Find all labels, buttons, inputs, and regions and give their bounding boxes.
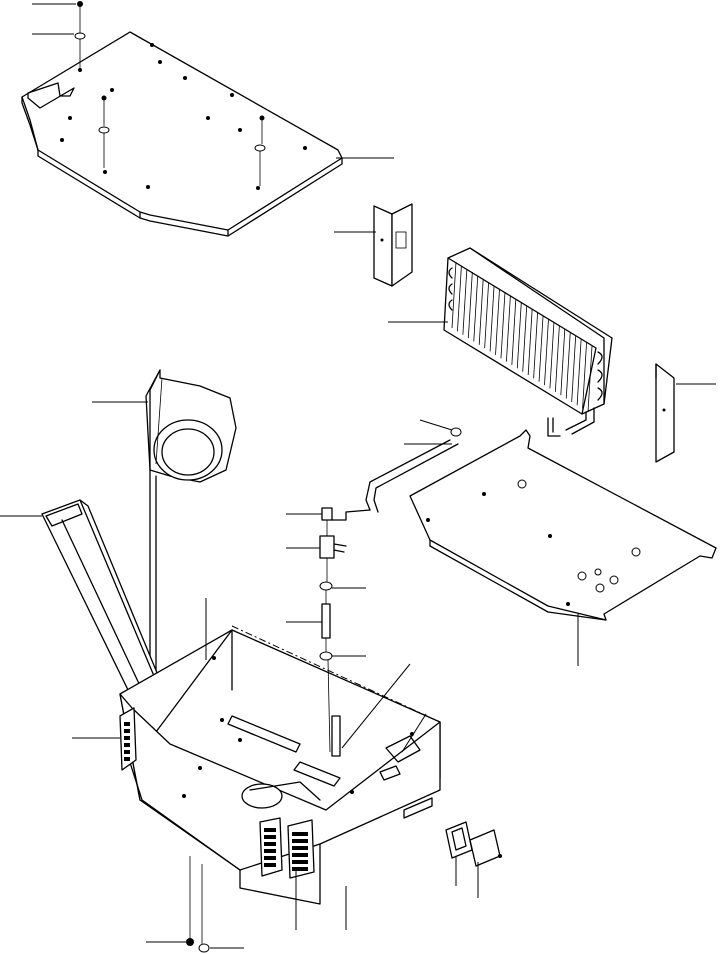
left-bracket [373,203,413,287]
mounting-bolt [74,1,86,68]
evaporator-fin [478,278,484,345]
louver-slat [124,736,130,740]
evaporator-fin [495,288,500,355]
evaporator-fin [527,309,533,376]
evaporator-fin [489,285,495,352]
evaporator-fin [565,332,571,399]
evaporator-fin [467,272,473,339]
evaporator-fin [500,292,506,359]
evaporator-fin [506,295,511,362]
louver-slat [124,743,130,747]
refrigerant-pipe [331,417,561,521]
evaporator-fin [587,345,593,413]
evaporator-fin [473,275,479,342]
evaporator-fin [576,339,582,406]
mounting-bolt-2 [254,115,266,186]
louver-slat [264,849,276,853]
louver-slat [292,839,308,843]
evaporator-fin [522,305,528,372]
evaporator-fin [484,282,490,349]
air-duct [41,499,161,695]
louver-slat [292,832,308,836]
louver-slat [264,842,276,846]
evaporator-core [443,247,613,435]
louver-slat [124,757,130,761]
louver-slat [292,867,308,871]
louver-slat [124,729,130,733]
louver-slat [292,846,308,850]
right-bracket [655,363,675,463]
louver-slat [292,860,308,864]
evaporator-fin [462,268,468,335]
evaporator-fin [451,261,457,329]
louver-slat [292,853,308,857]
leader-lines [0,3,716,949]
washer [98,95,110,168]
louver-slat [264,828,276,832]
evaporator-fin [544,319,549,386]
evaporator-fin [516,302,522,369]
louver-slat [264,863,276,867]
grommet [186,856,210,953]
louver-slat [264,856,276,860]
blower-housing [145,369,237,691]
evaporator-fin [582,342,587,409]
evaporator-fin [571,335,577,402]
louver-slat [124,722,130,726]
louver-slat [264,835,276,839]
evaporator-fin [533,312,538,379]
evaporator-fin [538,315,544,382]
evaporator-fin [457,265,462,332]
evaporator-fin [549,322,555,389]
base-plate [409,429,717,621]
heater-unit-case [119,625,441,905]
louver-vent [119,707,315,879]
evaporator-fin [560,329,566,396]
gasket [445,821,502,867]
evaporator-fin [511,298,517,365]
louver-slat [124,750,130,754]
evaporator-fin [554,325,560,392]
filter-drier [331,715,401,781]
top-cover-plate [21,31,343,237]
